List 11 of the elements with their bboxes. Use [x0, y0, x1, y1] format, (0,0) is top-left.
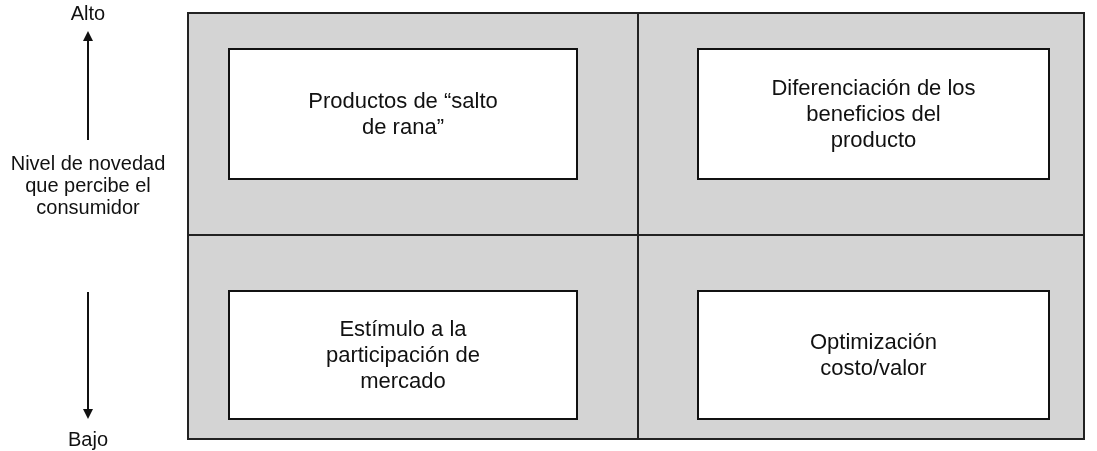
quadrant-label: Productos de “salto de rana”	[307, 88, 499, 140]
quadrant-box	[697, 48, 1050, 180]
quadrant-label: Diferenciación de los beneficios del producto	[770, 75, 977, 153]
axis-end-label: Alto	[69, 2, 107, 24]
quadrant-box	[697, 290, 1050, 420]
axis-end-label: Bajo	[67, 428, 109, 450]
quadrant-box	[228, 48, 578, 180]
axis-title: Nivel de novedad que percibe el consumidor	[9, 152, 167, 218]
quadrant-label: Optimización costo/valor	[808, 329, 939, 381]
quadrant-box	[228, 290, 578, 420]
quadrant-label: Estímulo a la participación de mercado	[324, 316, 482, 394]
